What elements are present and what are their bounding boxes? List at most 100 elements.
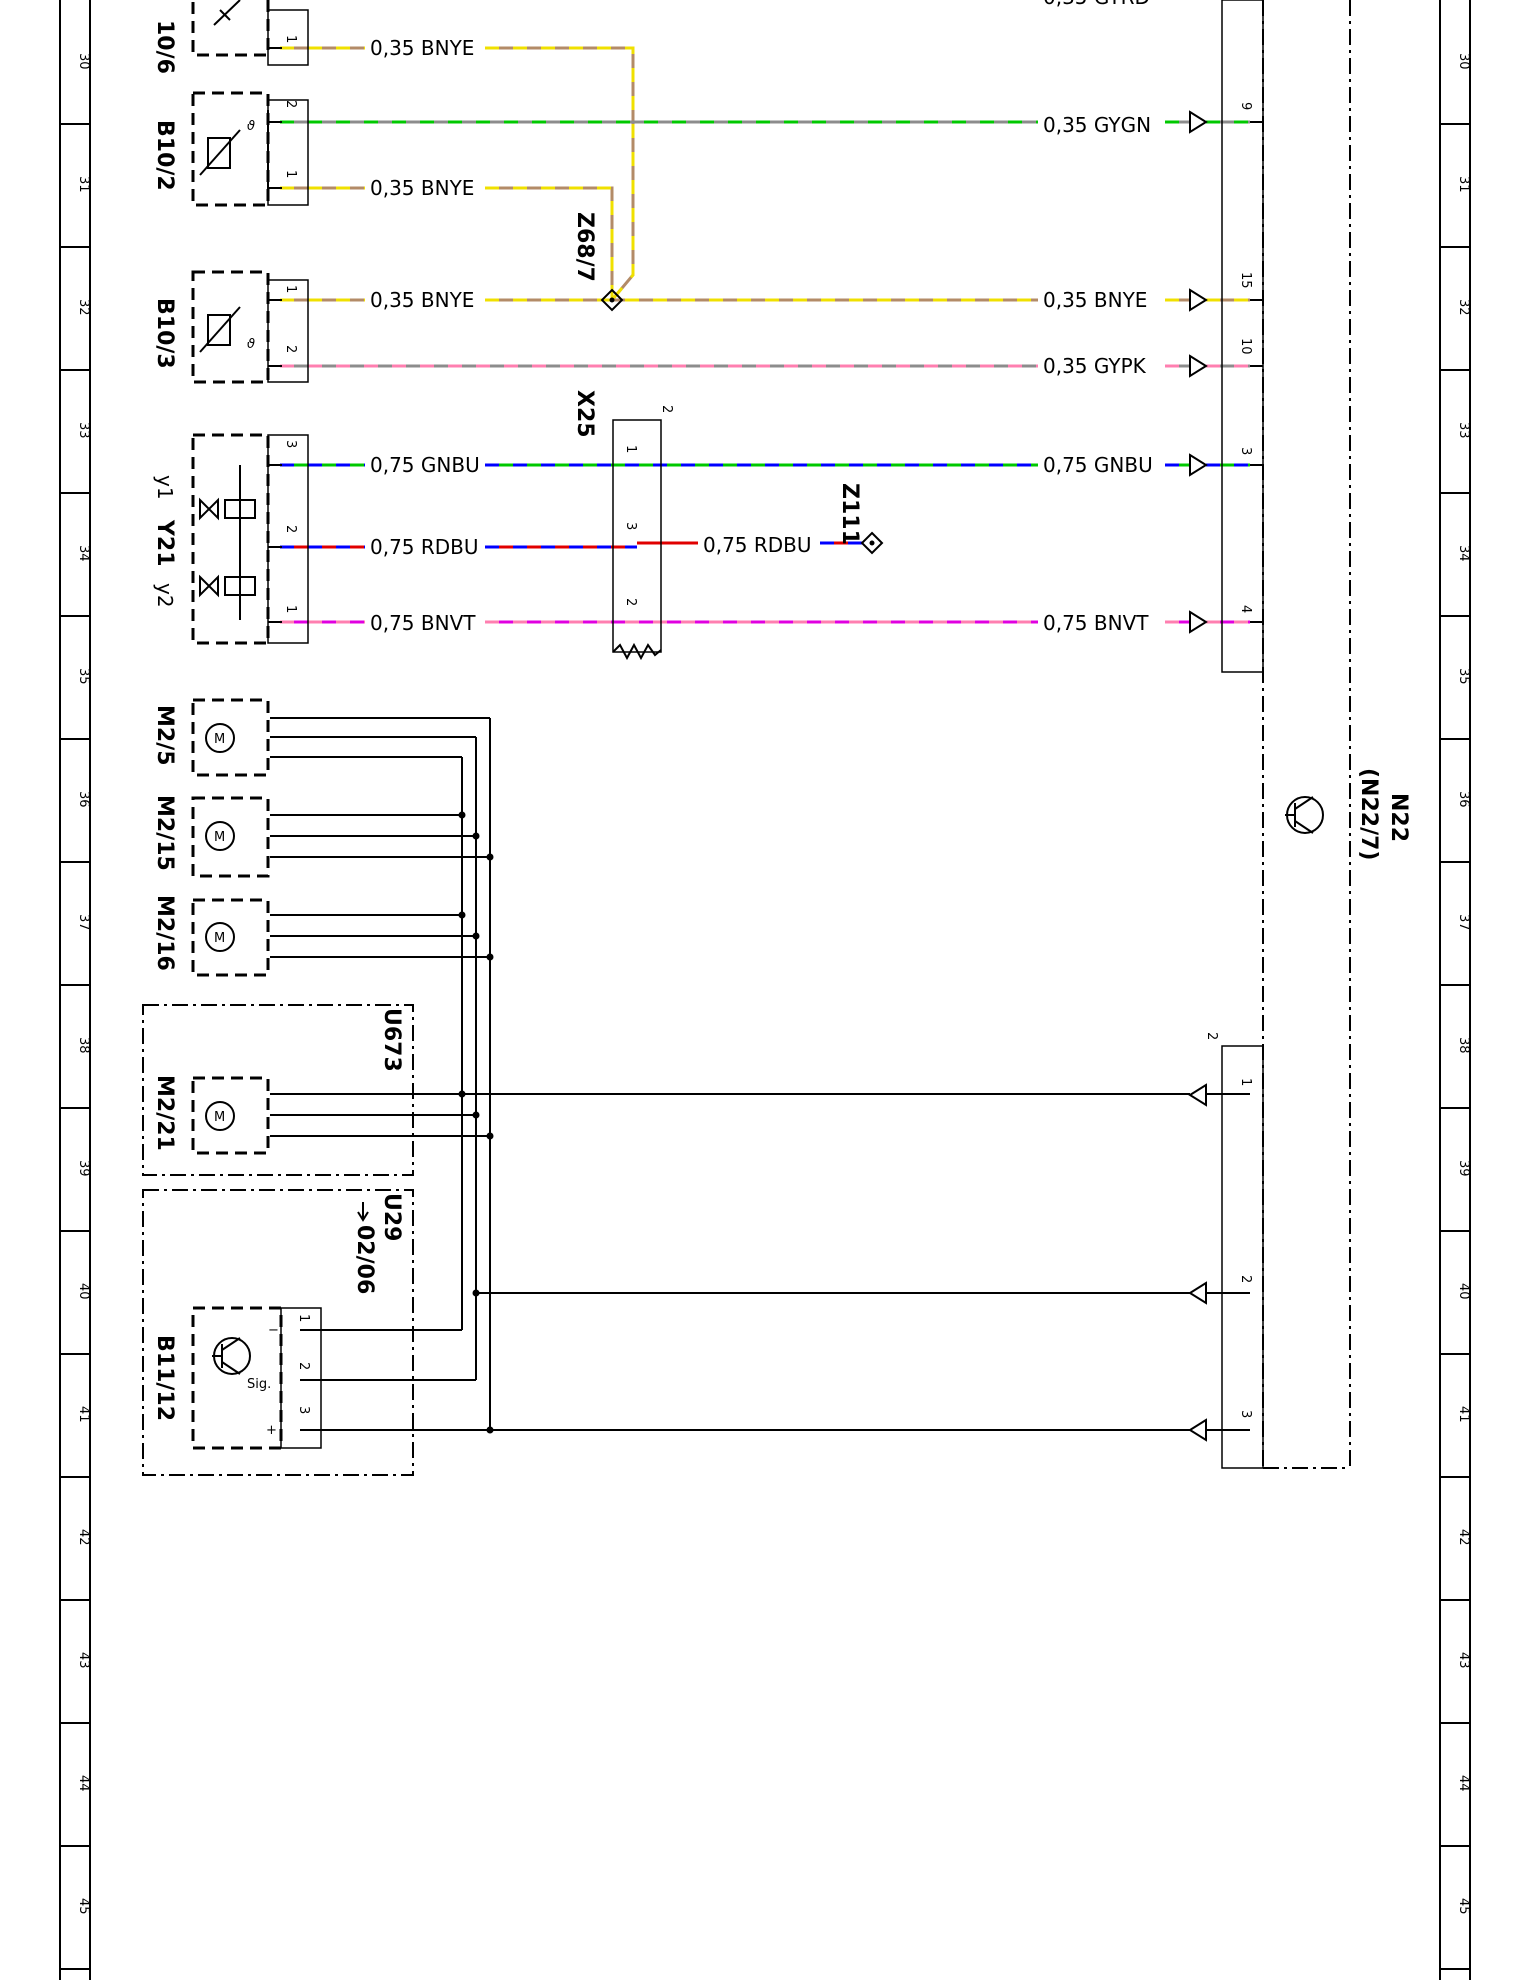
- label-u673: U673: [379, 1008, 404, 1072]
- ruler-label: 41: [1456, 1406, 1471, 1423]
- ruler-label: 40: [76, 1283, 91, 1300]
- label-u29: U29: [379, 1193, 404, 1241]
- wire-label: 0,75 GNBU: [1043, 453, 1153, 477]
- junction-dot: [472, 832, 480, 840]
- label-y1: y1: [153, 475, 177, 500]
- ruler-label: 45: [76, 1898, 91, 1915]
- wire-label: 0,35 GYPK: [1043, 354, 1147, 378]
- black-wires: [268, 47, 1263, 1434]
- ruler-label: 36: [1456, 791, 1471, 808]
- arrow-left-icon: [1188, 1418, 1207, 1442]
- arrow-left-icon: [1188, 1281, 1207, 1305]
- pin-label: 9: [1238, 102, 1253, 110]
- connector-x25: 2 1 3 2 X25: [572, 390, 674, 661]
- component-b10-6: 1 10/6: [152, 0, 309, 74]
- junction-dot: [472, 1289, 480, 1297]
- pin-label: 4: [1238, 605, 1253, 613]
- ruler-label: 37: [76, 914, 91, 931]
- ruler-label: 45: [1456, 1898, 1471, 1915]
- pin-label: 3: [283, 440, 298, 448]
- ruler-label: 35: [76, 668, 91, 685]
- label-b10-3: B10/3: [152, 298, 177, 369]
- pin-label: 2: [659, 405, 674, 413]
- pin-label: 2: [623, 598, 638, 606]
- pin-label: 3: [1238, 1410, 1253, 1418]
- pin-label: 1: [283, 35, 298, 43]
- junction-dot: [472, 1111, 480, 1119]
- ruler-label: 37: [1456, 914, 1471, 931]
- pin-label: 1: [283, 605, 298, 613]
- label-b11-12: B11/12: [152, 1335, 177, 1421]
- ruler-label: 31: [1456, 176, 1471, 193]
- junction-dot: [458, 1090, 466, 1098]
- wire-label: 0,75 GNBU: [370, 453, 480, 477]
- label-m2-5: M2/5: [152, 705, 177, 766]
- svg-text:M: M: [214, 830, 225, 845]
- svg-text:M: M: [214, 931, 225, 946]
- component-y21: 3 2 1 Y21 y1 y2: [152, 433, 309, 645]
- label-sig: Sig.: [247, 1377, 271, 1392]
- pin-label: 3: [296, 1406, 311, 1414]
- pin-label: 2: [1238, 1275, 1253, 1283]
- ruler-label: 34: [1456, 545, 1471, 562]
- component-u29: Sig. − + 1 2 3 B11/12 U29 02/06: [142, 1189, 414, 1476]
- junction-dot: [486, 953, 494, 961]
- pin-label: 2: [1204, 1032, 1219, 1040]
- svg-text:ϑ: ϑ: [247, 119, 255, 134]
- wire-label: 0,35 BNYE: [370, 176, 474, 200]
- wire-label: 0,75 RDBU: [703, 533, 812, 557]
- ruler-label: 35: [1456, 668, 1471, 685]
- label-x25: X25: [572, 390, 597, 438]
- component-b10-3: ϑ 1 2 B10/3: [152, 270, 309, 384]
- wire-label: 0,75 RDBU: [370, 535, 479, 559]
- pin-label: 2: [296, 1362, 311, 1370]
- ruler-label: 39: [1456, 1160, 1471, 1177]
- junction-dot: [486, 1426, 494, 1434]
- ruler-label: 40: [1456, 1283, 1471, 1300]
- svg-text:M: M: [214, 1110, 225, 1125]
- svg-text:ϑ: ϑ: [247, 337, 255, 352]
- wire-label: 0,75 BNVT: [1043, 611, 1149, 635]
- pin-label: 2: [283, 345, 298, 353]
- label-m2-21: M2/21: [152, 1075, 177, 1151]
- label-minus: −: [268, 1323, 279, 1338]
- pin-label: 1: [296, 1314, 311, 1322]
- label-y2: y2: [153, 583, 177, 608]
- ruler-label: 41: [76, 1406, 91, 1423]
- ruler-label: 30: [1456, 53, 1471, 70]
- ruler-label: 30: [76, 53, 91, 70]
- label-b10-2: B10/2: [152, 120, 177, 191]
- arrow-right-icon: [1189, 110, 1208, 134]
- label-b10-6: 10/6: [152, 20, 177, 74]
- arrow-right-icon: [1189, 610, 1208, 634]
- wire-bnye-2b-stripe: [485, 186, 614, 300]
- ruler-label: 39: [76, 1160, 91, 1177]
- arrow-right-icon: [1189, 354, 1208, 378]
- control-unit-n22: N22 (N22/7) 2 9 15 10 3 4 1 2 3: [1204, 0, 1411, 1469]
- ruler-label: 31: [76, 176, 91, 193]
- ruler-label: 43: [1456, 1652, 1471, 1669]
- splice-z111: Z111: [837, 483, 884, 555]
- pin-label: 1: [283, 170, 298, 178]
- component-b10-2: ϑ 2 1 B10/2: [152, 91, 309, 207]
- pin-label: 2: [283, 100, 298, 108]
- junction-dot: [486, 1132, 494, 1140]
- junction-dot: [486, 853, 494, 861]
- wire-label: 0,35 BNYE: [1043, 288, 1147, 312]
- wire-label: 0,35 BNYE: [370, 288, 474, 312]
- pin-label: 1: [1238, 1078, 1253, 1086]
- arrow-right-icon: [1189, 288, 1208, 312]
- connector-arrows: [1188, 110, 1208, 1442]
- ruler-label: 32: [76, 299, 91, 316]
- wire-label: 0,35 GYGN: [1043, 113, 1151, 137]
- wire-label: 0,75 BNVT: [370, 611, 476, 635]
- ruler-label: 33: [76, 422, 91, 439]
- ruler-label: 34: [76, 545, 91, 562]
- label-n22-7: (N22/7): [1356, 768, 1381, 860]
- label-m2-15: M2/15: [152, 795, 177, 871]
- ruler-label: 32: [1456, 299, 1471, 316]
- ruler-label: 43: [76, 1652, 91, 1669]
